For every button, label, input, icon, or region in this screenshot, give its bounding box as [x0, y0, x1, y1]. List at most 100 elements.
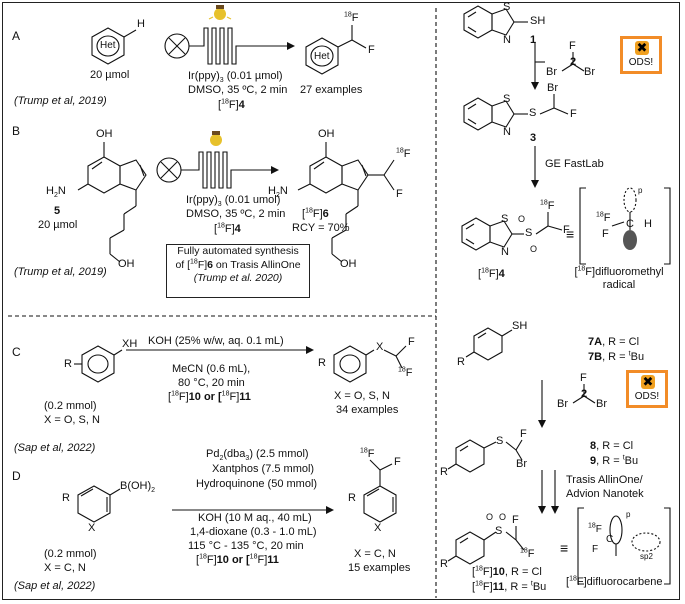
a-result: 27 examples — [300, 84, 363, 96]
c-xh: XH — [122, 338, 138, 350]
d-x-set: X = C, N — [44, 562, 86, 574]
compound-8-f: F — [520, 428, 527, 440]
c-arene — [74, 345, 123, 383]
a-product-het: Het — [314, 51, 330, 62]
thiophenol-7 — [465, 327, 513, 361]
a-h-atom: H — [137, 18, 145, 30]
a-reagent: [18F]4 — [218, 98, 245, 111]
compound-3-s: S — [529, 107, 537, 119]
compound-4-18f: 18F — [540, 199, 555, 212]
step-trasis: Trasis AllinOne/ — [566, 474, 643, 486]
c-substrate-amount: (0.2 mmol) — [44, 400, 97, 412]
b-amine: H2N — [46, 185, 66, 200]
compound-7-r: R — [457, 356, 465, 368]
b-product-amine: H2N — [268, 185, 288, 200]
d-product-x-set: X = C, N — [354, 548, 396, 560]
ods-x-icon: ✖ — [641, 374, 655, 389]
compound-1-number: 1 — [530, 34, 537, 46]
c-result: 34 examples — [336, 404, 399, 416]
a-product-18f: 18F — [344, 11, 359, 24]
b-light-bulb — [210, 131, 222, 146]
a-reference: (Trump et al, 2019) — [14, 95, 107, 107]
c-product-f: F — [408, 336, 415, 348]
b-reagent: [18F]4 — [214, 222, 241, 235]
b-oh-top: OH — [96, 128, 113, 140]
reagent-2b-br-b: Br — [596, 398, 607, 410]
carbene-p-orbital: p — [626, 510, 631, 519]
radical-f: F — [602, 228, 609, 240]
section-a-label: A — [12, 29, 21, 43]
d-product-18f: 18F — [360, 447, 375, 460]
d-reagent2: Xantphos (7.5 mmol) — [212, 463, 315, 475]
compound-3-n: N — [503, 126, 511, 138]
reagent-2-f: F — [569, 40, 576, 52]
radical-p-orbital: p — [638, 186, 643, 195]
compound-7a-label: 7A, R = Cl — [588, 336, 640, 348]
c-product-x-set: X = O, S, N — [334, 390, 390, 402]
d-reagent7: [18F]10 or [18F]11 — [196, 553, 279, 566]
step-advion: Advion Nanotek — [566, 488, 644, 500]
a-flow-reactor — [164, 27, 250, 65]
compound-4-s: S — [525, 227, 533, 239]
compound-10-r: R — [440, 558, 448, 570]
ods-warning-bottom: ✖ ODS! — [626, 370, 668, 408]
compound-1-s: S — [503, 1, 511, 13]
b-oh-bottom: OH — [118, 258, 135, 270]
d-reagent1: Pd2(dba3) (2.5 mmol) — [206, 448, 309, 463]
c-product — [333, 345, 407, 383]
carbene-bracket — [577, 507, 671, 585]
equivalence-sign-bottom: ≡ — [560, 540, 569, 556]
compound-4-name: [18F]4 — [478, 267, 505, 280]
compound-10-f: F — [512, 514, 519, 526]
section-b-label: B — [12, 124, 21, 138]
compound-8-s: S — [496, 435, 504, 447]
c-reagent3: 80 °C, 20 min — [178, 377, 245, 389]
a-catalyst: Ir(ppy)3 (0.01 µmol) — [188, 70, 283, 85]
radical-18f: 18F — [596, 211, 611, 224]
radical-h: H — [644, 218, 652, 230]
reagent-2-number: 2 — [570, 56, 577, 68]
d-reference: (Sap et al, 2022) — [14, 580, 96, 592]
d-product-f: F — [394, 456, 401, 468]
b-box-line1: Fully automated synthesis — [177, 245, 299, 257]
d-reagent5: 1,4-dioxane (0.3 - 1.0 mL) — [190, 526, 317, 538]
sulfone-10 — [447, 526, 525, 565]
b-purine — [77, 142, 147, 263]
radical-bracket — [579, 187, 671, 265]
ods-x-icon: ✖ — [635, 40, 649, 55]
compound-7b-label: 7B, R = tBu — [588, 350, 645, 363]
b-automation-box: Fully automated synthesis of [18F]6 on T… — [166, 244, 310, 298]
a-substrate-amount: 20 µmol — [90, 69, 130, 81]
reagent-2b-number: 2 — [581, 388, 588, 400]
compound-3-f: F — [570, 108, 577, 120]
compound-10-o-b: O — [499, 512, 507, 522]
carbene-sp2: sp2 — [640, 552, 653, 561]
d-substrate-amount: (0.2 mmol) — [44, 548, 97, 560]
equivalence-sign-top: ≡ — [566, 226, 575, 242]
sulfone-4 — [461, 212, 563, 251]
ods-warning-text: ODS! — [628, 57, 654, 68]
compound-11-label: [18F]11, R = tBu — [472, 580, 547, 593]
compound-8-label: 8, R = Cl — [590, 440, 634, 452]
b-flow-reactor — [156, 151, 250, 189]
compound-1-n: N — [503, 34, 511, 46]
carbene-name: [18F]difluorocarbene — [566, 575, 663, 588]
b-box-line2: of [18F]6 on Trasis AllinOne — [175, 258, 301, 271]
d-reagent6: 115 °C - 135 °C, 20 min — [188, 540, 304, 552]
reagent-2-bottom — [572, 384, 596, 404]
d-arene — [77, 485, 121, 523]
b-catalyst: Ir(ppy)3 (0.01 umol) — [186, 194, 281, 209]
b-product-oh-bottom: OH — [340, 258, 357, 270]
compound-3-br: Br — [547, 82, 558, 94]
b-reference: (Trump et al, 2019) — [14, 266, 107, 278]
d-boronic-acid: B(OH)2 — [120, 480, 156, 495]
figure-frame — [2, 2, 680, 600]
reagent-2b-br-a: Br — [557, 398, 568, 410]
divider-lines — [8, 8, 437, 598]
reagent-2-br-a: Br — [546, 66, 557, 78]
compound-4-s-ring: S — [501, 213, 509, 225]
c-x-set: X = O, S, N — [44, 414, 100, 426]
reagent-2b-f: F — [580, 372, 587, 384]
